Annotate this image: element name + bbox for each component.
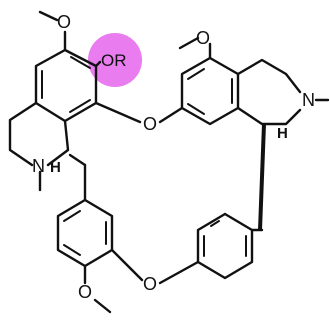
left-ch2-chain (68, 153, 87, 202)
atom-n-left: N (32, 156, 45, 176)
methoxy-top-left (38, 10, 67, 52)
or-highlight-circle (88, 33, 142, 87)
bond-to-bridge-o (94, 101, 142, 124)
wedge-bond-right (258, 124, 266, 230)
atom-o-bottom: O (78, 282, 92, 302)
atom-o-top-right: O (196, 28, 210, 48)
bond-to-or (94, 60, 102, 68)
atom-h-left: H (50, 159, 61, 176)
tetrahydro-ring-left (8, 101, 70, 192)
lower-left-ring (56, 198, 114, 268)
tetrahydro-ring-right (236, 58, 330, 126)
upper-right-ring (180, 56, 240, 126)
methoxy-bottom (83, 264, 112, 314)
bond-to-lower-o (110, 248, 144, 282)
upper-left-ring (34, 48, 98, 123)
atom-o-bridge-low: O (143, 274, 157, 294)
bond-bridge-right (158, 106, 184, 124)
methoxy-top-right (178, 36, 212, 60)
atom-o-top-left: O (57, 12, 71, 32)
atom-o-bridge-mid: O (143, 114, 157, 134)
atom-n-right: N (302, 90, 315, 110)
atom-or-group: OR (101, 51, 127, 70)
lower-right-ring (196, 212, 254, 280)
atom-h-right: H (277, 125, 288, 142)
bond-lower-o-right (158, 260, 200, 285)
